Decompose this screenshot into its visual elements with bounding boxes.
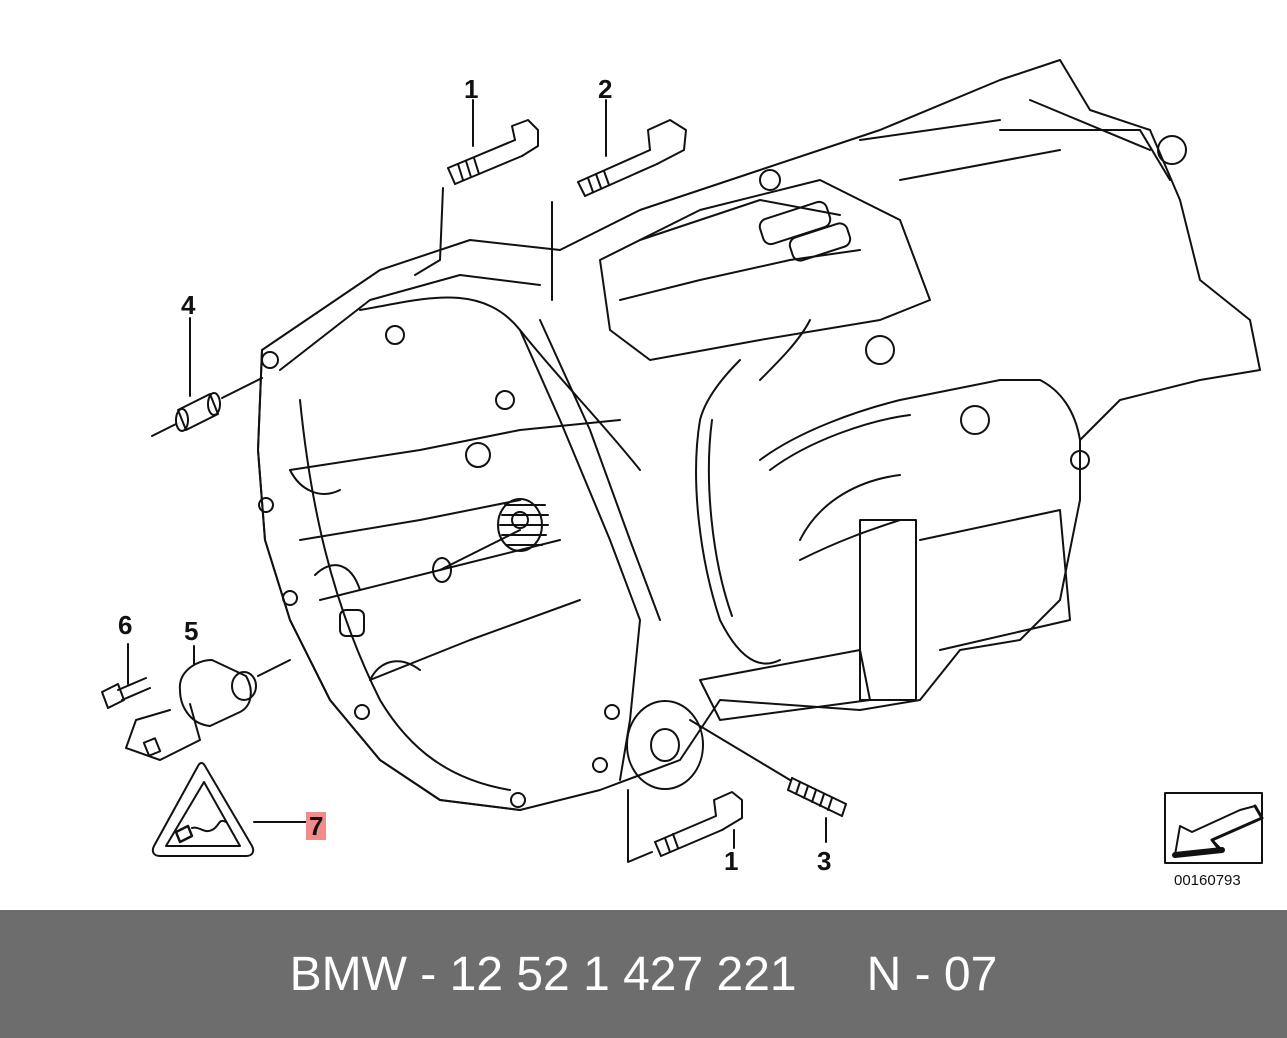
part-1-bolt-bottom [627,789,743,863]
lower-housing [626,509,1071,790]
callout-2: 2 [598,74,613,104]
part-6-screw [101,643,151,709]
valve-body [599,99,1187,470]
part-number-label: BMW - 12 52 1 427 221 [289,947,797,1001]
catalog-arrow-box [1164,792,1264,864]
catalog-number: 00160793 [1174,872,1241,889]
transmission-housing [257,59,1261,811]
part-1-bolt-top [414,99,539,276]
callout-1-bottom: 1 [724,846,739,876]
callout-5: 5 [184,616,199,646]
callout-6: 6 [118,610,133,640]
part-5-speed-sensor [125,645,291,761]
part-footer-bar: BMW - 12 52 1 427 221 N - 07 [0,910,1287,1038]
part-7-warning-label [151,762,309,857]
position-label: N - 07 [866,947,998,1001]
exploded-parts-diagram [101,59,1264,864]
callout-3: 3 [817,846,832,876]
callout-4: 4 [181,290,196,320]
part-2-bolt [551,99,687,301]
part-4-dowel-sleeve [151,317,263,437]
wiring-harness [695,319,1081,665]
callout-7-highlighted: 7 [306,812,327,840]
part-3-stud [689,719,847,843]
callout-1-top: 1 [464,74,479,104]
